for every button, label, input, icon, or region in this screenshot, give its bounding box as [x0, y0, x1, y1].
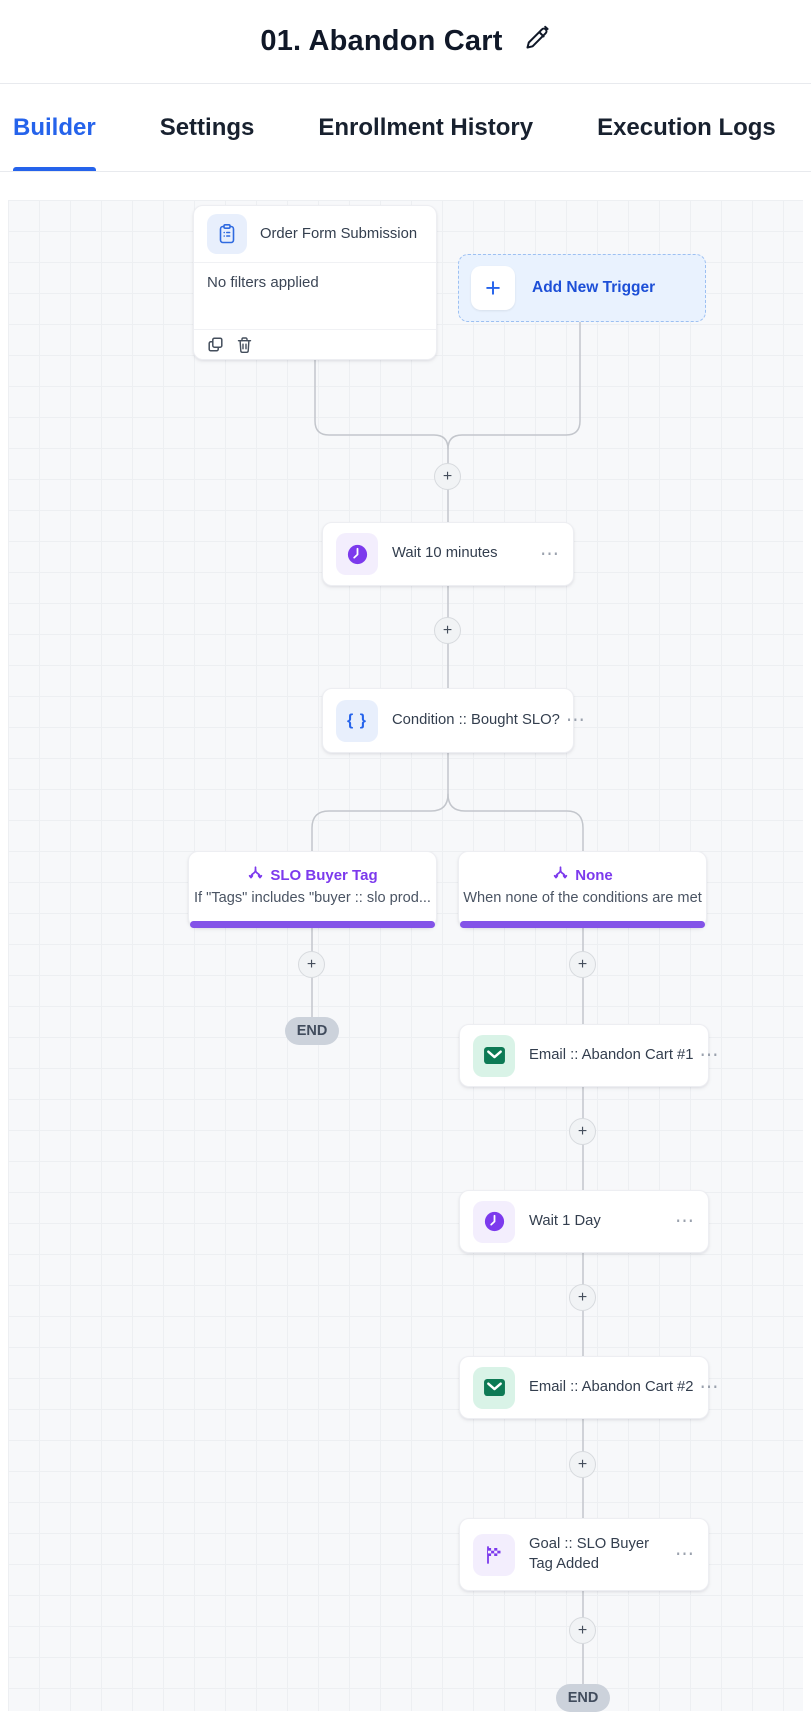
add-step-plus-icon[interactable]: +: [569, 1284, 596, 1311]
node-label: Goal :: SLO Buyer Tag Added: [529, 1536, 650, 1572]
node-menu-icon[interactable]: ⋯: [699, 1045, 720, 1066]
node-label: Wait 10 minutes: [392, 545, 498, 562]
branch-condition-text: If "Tags" includes "buyer :: slo prod...: [194, 890, 431, 906]
branch-accent-bar: [460, 921, 705, 928]
node-menu-icon[interactable]: ⋯: [699, 1377, 720, 1398]
branch-slo-buyer-tag[interactable]: SLO Buyer Tag If "Tags" includes "buyer …: [188, 851, 437, 928]
tab-enrollment-history[interactable]: Enrollment History: [318, 114, 534, 141]
add-step-plus-icon[interactable]: +: [434, 617, 461, 644]
braces-icon: { }: [336, 699, 378, 742]
node-label: Condition :: Bought SLO?: [392, 711, 560, 728]
add-step-plus-icon[interactable]: +: [569, 1118, 596, 1145]
trash-icon[interactable]: [236, 336, 253, 354]
tab-builder[interactable]: Builder: [13, 85, 96, 171]
node-email-abandon-cart-2[interactable]: Email :: Abandon Cart #2 ⋯: [459, 1356, 719, 1419]
tab-execution-logs[interactable]: Execution Logs: [597, 114, 776, 141]
workflow-header: 01. Abandon Cart: [0, 0, 811, 84]
branch-title: None: [575, 867, 613, 884]
clock-icon: [336, 533, 378, 575]
branch-split-icon: [247, 865, 264, 886]
tab-bar: Builder Settings Enrollment History Exec…: [0, 85, 811, 172]
clipboard-icon: [207, 214, 247, 254]
trigger-filters-text: No filters applied: [194, 263, 436, 330]
trigger-card-order-form-submission[interactable]: Order Form Submission No filters applied: [193, 205, 437, 360]
pencil-icon: [521, 24, 551, 59]
node-wait-10-minutes[interactable]: Wait 10 minutes ⋯: [322, 522, 574, 586]
clock-icon: [473, 1200, 515, 1243]
add-step-plus-icon[interactable]: +: [434, 463, 461, 490]
add-step-plus-icon[interactable]: +: [569, 1617, 596, 1644]
connector-lines: [311, 321, 584, 1687]
add-new-trigger-button[interactable]: + Add New Trigger: [458, 254, 706, 322]
node-label: Email :: Abandon Cart #2: [529, 1378, 694, 1395]
end-badge: END: [556, 1684, 610, 1712]
workflow-canvas: Order Form Submission No filters applied: [0, 200, 811, 1712]
add-new-trigger-label: Add New Trigger: [532, 279, 656, 296]
node-menu-icon[interactable]: ⋯: [565, 710, 586, 731]
branch-split-icon: [552, 865, 569, 886]
node-menu-icon[interactable]: ⋯: [675, 1544, 695, 1565]
plus-icon: +: [471, 266, 515, 310]
add-step-plus-icon[interactable]: +: [298, 951, 325, 978]
add-step-plus-icon[interactable]: +: [569, 951, 596, 978]
add-step-plus-icon[interactable]: +: [569, 1451, 596, 1478]
end-badge: END: [285, 1017, 339, 1045]
node-label: Wait 1 Day: [529, 1212, 601, 1229]
tab-settings[interactable]: Settings: [159, 114, 255, 141]
node-goal-slo-buyer-tag-added[interactable]: Goal :: SLO Buyer Tag Added ⋯: [459, 1518, 709, 1591]
branch-accent-bar: [190, 921, 435, 928]
node-condition-bought-slo[interactable]: { } Condition :: Bought SLO? ⋯: [322, 688, 585, 753]
goal-flag-icon: [473, 1533, 515, 1576]
trigger-title: Order Form Submission: [260, 226, 418, 242]
node-email-abandon-cart-1[interactable]: Email :: Abandon Cart #1 ⋯: [459, 1024, 719, 1087]
node-menu-icon[interactable]: ⋯: [540, 543, 560, 565]
branch-none[interactable]: None When none of the conditions are met: [458, 851, 707, 928]
canvas-grid: [8, 200, 803, 1711]
branch-title: SLO Buyer Tag: [270, 867, 378, 884]
email-icon: [473, 1366, 515, 1409]
page-title: 01. Abandon Cart: [260, 25, 503, 57]
node-menu-icon[interactable]: ⋯: [675, 1211, 695, 1232]
node-label: Email :: Abandon Cart #1: [529, 1046, 694, 1063]
branch-condition-text: When none of the conditions are met: [463, 890, 702, 906]
node-wait-1-day[interactable]: Wait 1 Day ⋯: [459, 1190, 709, 1253]
email-icon: [473, 1034, 515, 1077]
trigger-footer: [194, 330, 436, 359]
copy-icon[interactable]: [207, 336, 224, 353]
trigger-header: Order Form Submission: [194, 206, 436, 263]
edit-title-button[interactable]: [521, 24, 551, 59]
